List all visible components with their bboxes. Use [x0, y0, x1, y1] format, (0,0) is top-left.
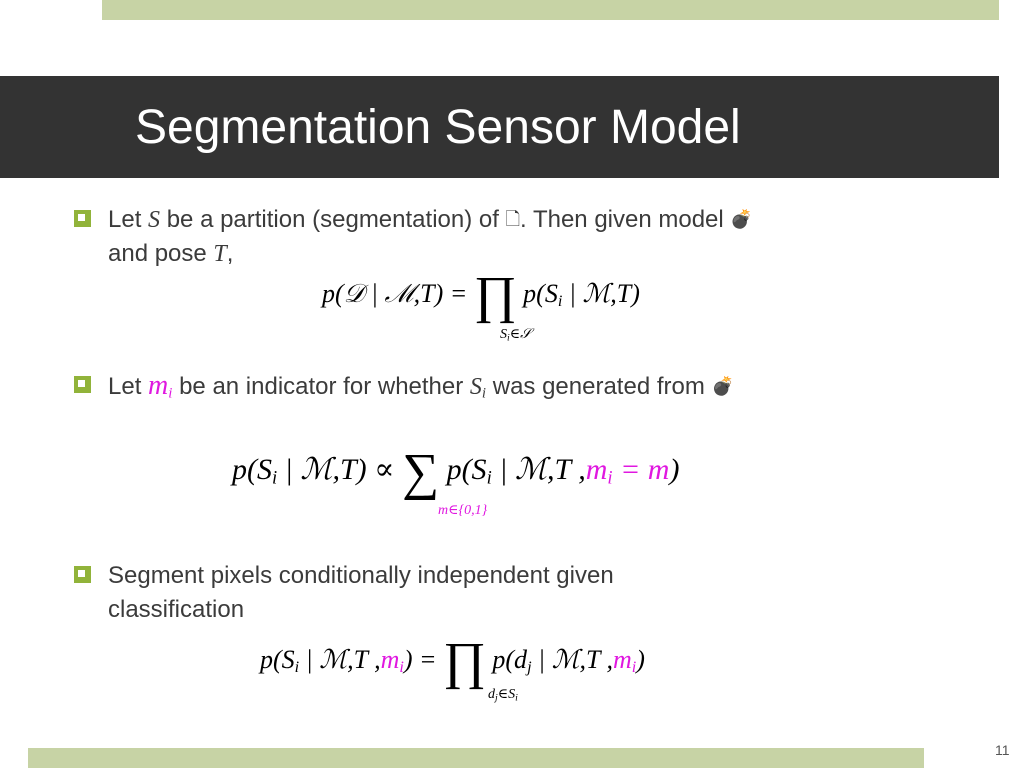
bullet-text: . Then given model: [520, 206, 731, 233]
eq-sub: j: [527, 659, 532, 677]
eq-lhs-mid: | ℳ,T ,: [299, 645, 381, 674]
eq-under-sub: j: [495, 692, 498, 704]
slide-title: Segmentation Sensor Model: [135, 101, 741, 154]
eq-under-sub: i: [515, 692, 518, 704]
page-number: 11: [995, 742, 1010, 758]
bullet-text: be an indicator for whether: [172, 373, 470, 400]
eq-rhs: p(d: [492, 645, 528, 674]
eq-lhs: p(S: [232, 453, 272, 486]
math-var: S: [469, 374, 482, 400]
math-var: T: [213, 241, 227, 267]
equation-3: p(Si | ℳ,T ,mi) = ∏ p(dj | ℳ,T ,mi) dj∈S…: [260, 636, 645, 704]
math-sub: i: [481, 385, 487, 402]
math-var: m: [148, 370, 169, 401]
bullet-2: Let mi be an indicator for whether Si wa…: [108, 369, 734, 411]
eq-pink-sub: i: [607, 467, 613, 489]
title-band: [0, 76, 999, 178]
bullet-3-line-1: Segment pixels conditionally independent…: [108, 562, 614, 589]
equation-2: p(Si | ℳ,T) ∝ ∑ p(Si | ℳ,T ,mi = m) m∈{0…: [232, 447, 680, 519]
eq-lhs-end: | ℳ,T) ∝: [277, 453, 395, 486]
bullet-1-line-2: and pose T,: [108, 237, 233, 271]
eq-rhs-end: ): [669, 453, 680, 486]
eq-under-mid: ∈S: [497, 687, 516, 702]
bomb-icon: 💣: [730, 209, 753, 230]
bullet-text: Let: [108, 373, 149, 400]
math-var: S: [148, 207, 161, 233]
eq-sub: i: [272, 467, 278, 489]
eq-pink: m: [380, 645, 400, 674]
equation-1: p(𝒟 | ℳ,T) = ∏ p(Si | ℳ,T) Si∈𝒮: [322, 270, 640, 344]
bullet-1-line-1: Let S be a partition (segmentation) of 🗋…: [108, 203, 753, 237]
eq-lhs-end: ) =: [403, 645, 437, 674]
eq-under: S: [500, 327, 507, 342]
bullet-text: Let: [108, 206, 149, 233]
eq-lhs: p(𝒟 | ℳ,T) =: [322, 279, 468, 308]
eq-pink: m: [613, 645, 632, 674]
eq-under-sub: i: [507, 332, 510, 344]
eq-sub: i: [294, 659, 300, 677]
eq-rhs: p(S: [523, 279, 558, 308]
sum-subscript: m∈{0,1}: [438, 503, 488, 518]
eq-rhs-mid: | ℳ,T ,: [531, 645, 613, 674]
bullet-marker: [74, 376, 91, 393]
eq-rhs-end: ): [636, 645, 645, 674]
bullet-marker: [74, 566, 91, 583]
eq-lhs: p(S: [260, 645, 295, 674]
bullet-3-line-2: classification: [108, 596, 245, 623]
product-subscript: dj∈Si: [488, 686, 518, 703]
eq-under: d: [488, 687, 495, 702]
product-subscript: Si∈𝒮: [500, 326, 531, 343]
eq-pink: m: [585, 453, 608, 486]
eq-rhs: p(S: [446, 453, 487, 486]
eq-rhs-end: | ℳ,T): [562, 279, 640, 308]
product-operator: ∏: [473, 267, 517, 324]
product-operator: ∏: [443, 633, 486, 690]
bullet-marker: [74, 210, 91, 227]
bottom-accent-bar: [28, 748, 924, 768]
bullet-text: and pose: [108, 240, 214, 267]
eq-under-end: ∈𝒮: [509, 327, 531, 342]
bullet-text: ,: [226, 240, 234, 267]
bomb-icon: 💣: [711, 376, 734, 397]
top-accent-bar: [102, 0, 999, 20]
sum-operator: ∑: [401, 444, 440, 501]
eq-sub: i: [486, 467, 492, 489]
bullet-text: be a partition (segmentation) of: [160, 206, 506, 233]
document-icon: 🗋: [505, 209, 521, 230]
eq-pink-sub: i: [399, 659, 404, 677]
eq-rhs-mid: | ℳ,T ,: [491, 453, 586, 486]
eq-pink-sub: i: [631, 659, 637, 677]
bullet-text: was generated from: [486, 373, 712, 400]
eq-sub: i: [557, 293, 563, 311]
eq-pink-end: = m: [612, 453, 670, 486]
math-sub: i: [168, 385, 173, 402]
